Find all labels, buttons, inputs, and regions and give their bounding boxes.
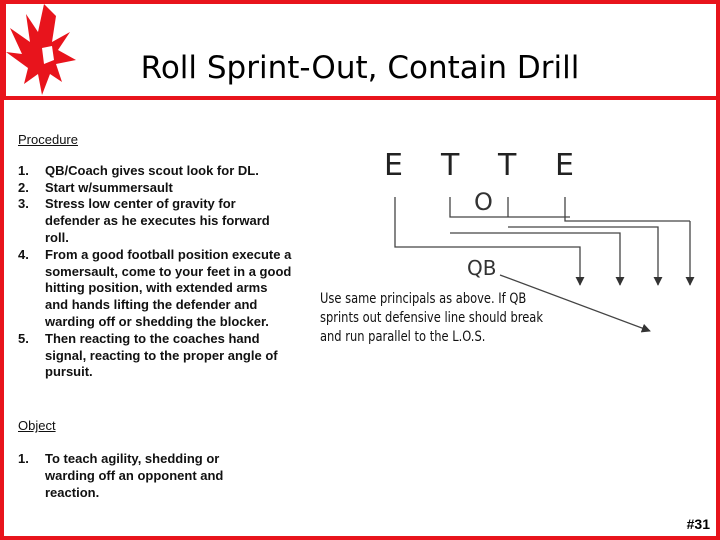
center-label: O xyxy=(474,188,493,216)
eagle-logo-icon xyxy=(6,4,76,95)
item-text: Stress low center of gravity for defende… xyxy=(45,196,270,245)
list-item: 1. QB/Coach gives scout look for DL. xyxy=(18,163,293,180)
slide-title: Roll Sprint-Out, Contain Drill xyxy=(140,50,580,86)
list-item: 3. Stress low center of gravity for defen… xyxy=(18,196,293,246)
item-number: 5. xyxy=(18,330,29,346)
defender-label-e1: E xyxy=(384,148,403,183)
play-diagram: E T T E O QB xyxy=(384,148,695,333)
defender-label-e2: E xyxy=(555,148,574,183)
item-text: Start w/summersault xyxy=(45,179,173,195)
procedure-heading: Procedure xyxy=(18,132,78,147)
page-number: #31 xyxy=(686,516,710,532)
item-text: To teach agility, shedding or warding of… xyxy=(45,451,224,500)
pursuit-arrow-2 xyxy=(450,232,625,286)
object-section: 1. To teach agility, shedding or warding … xyxy=(18,450,258,501)
item-number: 1. xyxy=(18,451,29,466)
item-number: 3. xyxy=(18,196,29,212)
list-item: 5. Then reacting to the coaches hand sign… xyxy=(18,331,293,381)
defender-label-t1: T xyxy=(440,148,460,183)
object-list: 1. To teach agility, shedding or warding … xyxy=(18,450,258,501)
list-item: 1. To teach agility, shedding or warding … xyxy=(18,450,258,501)
pursuit-arrow-3 xyxy=(508,226,663,286)
note-line: and run parallel to the L.O.S. xyxy=(320,329,486,345)
end-line xyxy=(564,197,690,222)
qb-label: QB xyxy=(467,256,496,280)
object-heading: Object xyxy=(18,418,56,433)
diagram-note: Use same principals as above. If QB spri… xyxy=(320,290,544,347)
qb-sprint-arrow xyxy=(499,274,651,333)
procedure-section: Procedure 1. QB/Coach gives scout look fo… xyxy=(18,132,293,381)
header-inner xyxy=(6,4,716,96)
procedure-list: 1. QB/Coach gives scout look for DL. 2. St… xyxy=(18,163,293,381)
note-line: Use same principals as above. If QB xyxy=(320,291,527,307)
guard-line xyxy=(449,197,570,218)
item-number: 4. xyxy=(18,246,29,262)
item-number: 1. xyxy=(18,162,29,178)
defender-label-t2: T xyxy=(497,148,517,183)
pursuit-arrow-1 xyxy=(394,197,585,286)
item-text: From a good football position execute a … xyxy=(45,246,292,329)
item-text: Then reacting to the coaches hand signal… xyxy=(45,330,278,380)
header-band xyxy=(0,0,720,100)
item-number: 2. xyxy=(18,179,29,195)
item-text: QB/Coach gives scout look for DL. xyxy=(45,162,259,178)
list-item: 2. Start w/summersault xyxy=(18,180,293,197)
list-item: 4. From a good football position execute … xyxy=(18,247,293,331)
note-line: sprints out defensive line should break xyxy=(320,310,544,326)
